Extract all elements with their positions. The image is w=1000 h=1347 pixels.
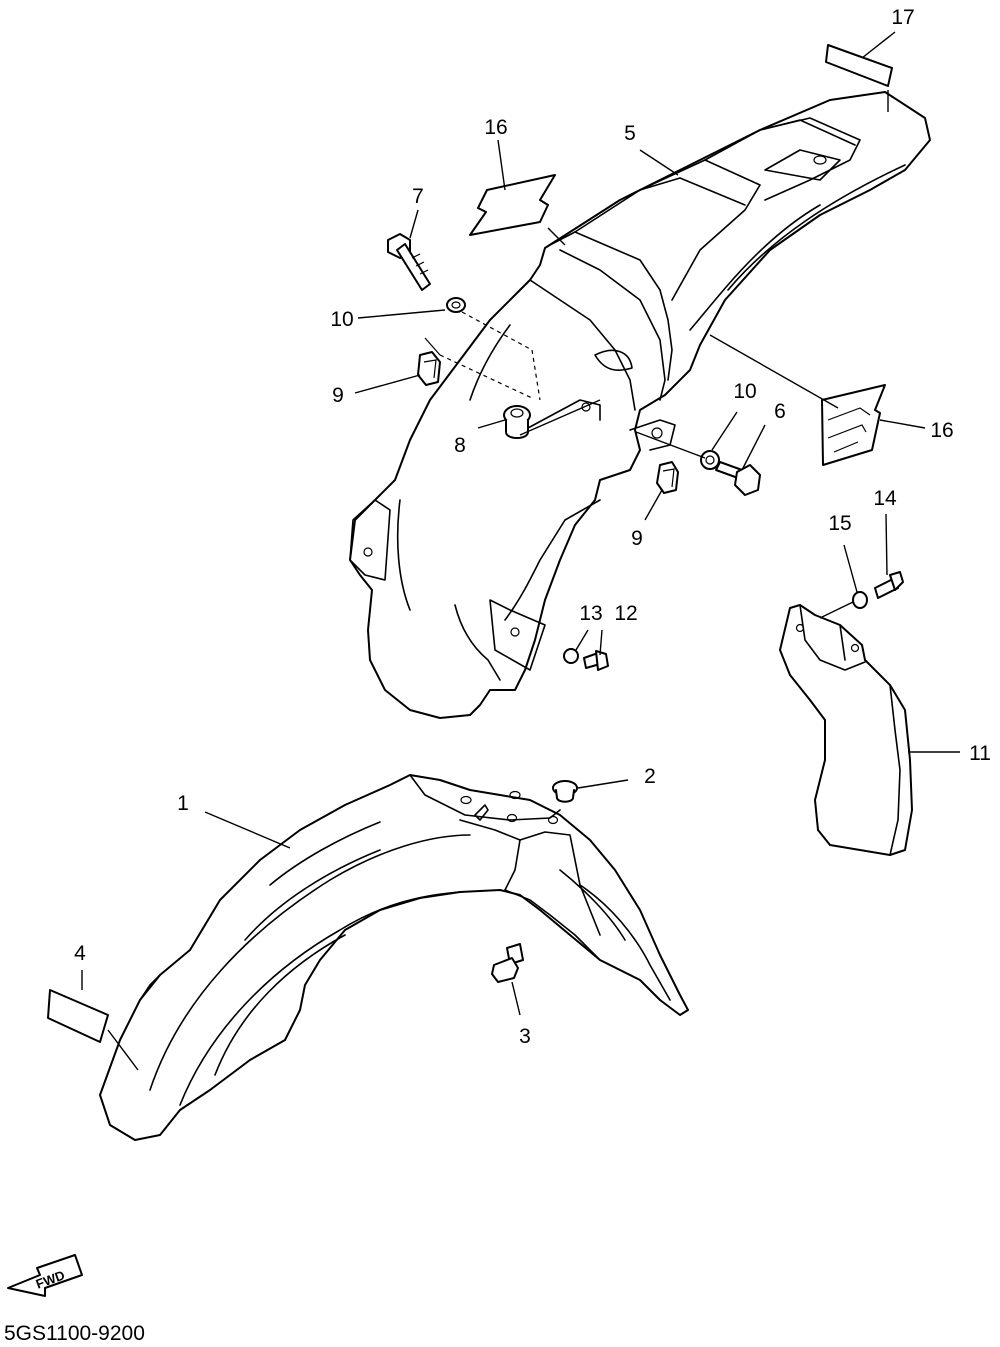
label-4 <box>47 989 109 1043</box>
callout-4: 4 <box>74 942 86 965</box>
callout-5: 5 <box>624 122 636 145</box>
fwd-arrow: FWD <box>7 1254 83 1297</box>
diagram-code: 5GS1100-9200 <box>4 1322 145 1345</box>
callout-14: 14 <box>873 487 897 510</box>
callout-17: 17 <box>891 6 914 29</box>
callout-10-lower: 10 <box>733 380 756 403</box>
grommet-8 <box>503 405 531 439</box>
screw-14 <box>874 571 904 599</box>
bolt-6 <box>715 461 761 496</box>
label-16-right <box>821 384 886 466</box>
callouts: 1 2 3 4 5 6 7 8 9 9 10 10 11 12 13 14 15… <box>74 6 991 1048</box>
callout-11: 11 <box>969 742 991 765</box>
bolt-3 <box>491 943 524 983</box>
callout-9-lower: 9 <box>631 527 643 550</box>
leader-lines <box>81 31 960 1071</box>
callout-13: 13 <box>579 602 602 625</box>
callout-2: 2 <box>644 765 656 788</box>
label-16-left <box>469 174 556 236</box>
callout-10-upper: 10 <box>330 308 353 331</box>
rear-fender <box>349 91 931 719</box>
callout-9-upper: 9 <box>332 384 344 407</box>
callout-8: 8 <box>454 434 466 457</box>
mud-flap <box>779 604 913 856</box>
bolt-7 <box>387 233 431 291</box>
callout-16-right: 16 <box>930 419 953 442</box>
callout-16-left: 16 <box>484 116 507 139</box>
callout-3: 3 <box>519 1025 531 1048</box>
nut-9-lower <box>656 461 679 494</box>
callout-7: 7 <box>412 185 424 208</box>
screw-12 <box>583 650 609 671</box>
washer-15 <box>852 591 868 609</box>
label-17 <box>825 44 893 87</box>
front-fender <box>99 774 689 1141</box>
grommet-2 <box>552 780 578 803</box>
callout-15: 15 <box>828 512 851 535</box>
collar-10-lower <box>700 450 720 470</box>
callout-6: 6 <box>774 400 786 423</box>
callout-1: 1 <box>177 792 189 815</box>
callout-12: 12 <box>614 602 637 625</box>
nut-9-upper <box>417 351 441 386</box>
collar-10-upper <box>446 297 466 313</box>
washer-13 <box>563 648 579 664</box>
